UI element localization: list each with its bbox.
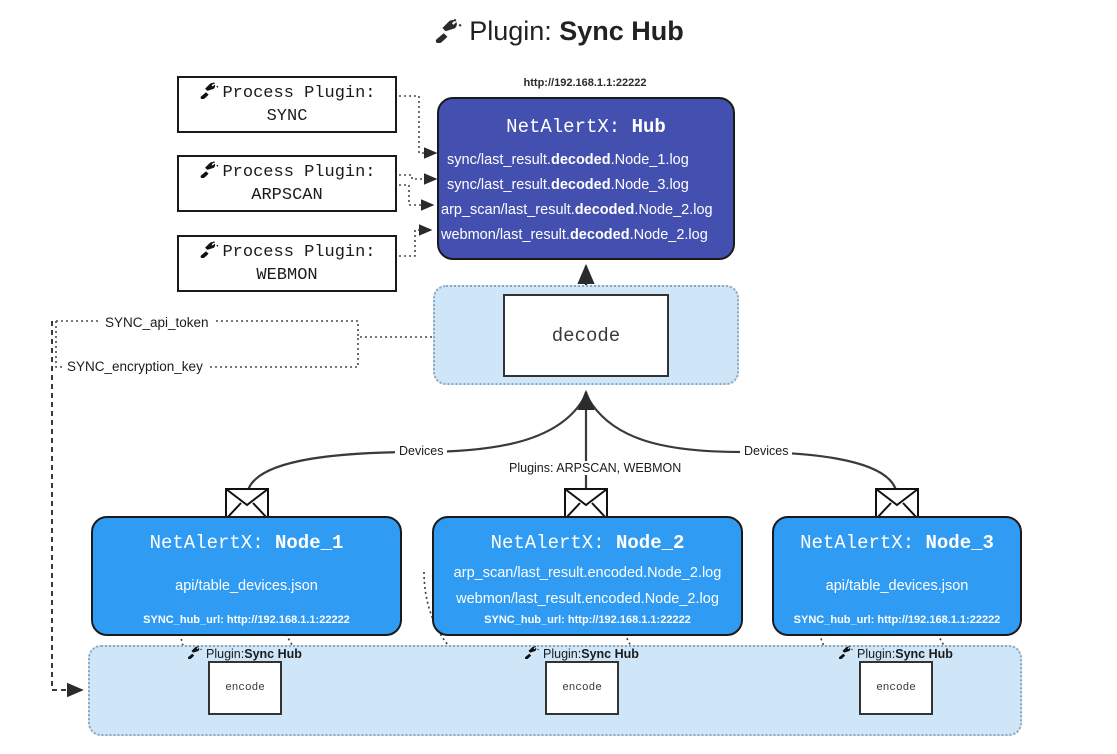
encode-box-1[interactable]: encode <box>208 661 282 715</box>
title-name: Sync Hub <box>559 16 684 46</box>
node-1[interactable]: NetAlertX: Node_1 api/table_devices.json… <box>91 516 402 636</box>
encoder-plugin-label-2: Plugin: Sync Hub <box>523 645 639 662</box>
process-plugin-name: SYNC <box>266 107 308 126</box>
hub-node[interactable]: NetAlertX: Hub sync/last_result.decoded.… <box>437 97 735 260</box>
page-title: Plugin: Sync Hub <box>0 14 1117 51</box>
title-prefix: Plugin: <box>469 16 560 46</box>
node-resource-line: api/table_devices.json <box>175 578 318 594</box>
encoder-plugin-label-3: Plugin: Sync Hub <box>837 645 953 662</box>
hub-title-prefix: NetAlertX: <box>506 116 632 138</box>
encode-box-3[interactable]: encode <box>859 661 933 715</box>
edge-label-plugins: Plugins: ARPSCAN, WEBMON <box>505 461 686 475</box>
node-title: NetAlertX: Node_3 <box>774 531 1020 555</box>
process-plugin-box-webmon[interactable]: Process Plugin: WEBMON <box>177 235 397 292</box>
node-resource-line: arp_scan/last_result.encoded.Node_2.log <box>453 565 722 581</box>
node-hub-url: SYNC_hub_url: http://192.168.1.1:22222 <box>484 614 691 626</box>
process-plugin-label: Process Plugin: <box>222 84 376 103</box>
process-plugin-name: ARPSCAN <box>251 186 323 205</box>
plug-icon <box>186 645 203 662</box>
log-state: decoded <box>574 202 635 218</box>
node-hub-url: SYNC_hub_url: http://192.168.1.1:22222 <box>793 614 1001 626</box>
node-title-name: Node_3 <box>925 532 994 554</box>
node-title-prefix: NetAlertX: <box>490 532 616 554</box>
process-plugin-box-arpscan[interactable]: Process Plugin: ARPSCAN <box>177 155 397 212</box>
hub-log-row: sync/last_result.decoded.Node_1.log <box>439 148 733 173</box>
log-suffix: .Node_1.log <box>610 152 689 168</box>
plug-icon <box>198 240 220 265</box>
log-state: decoded <box>569 227 630 243</box>
node-2[interactable]: NetAlertX: Node_2 arp_scan/last_result.e… <box>432 516 743 636</box>
plug-icon <box>837 645 854 662</box>
edge-label-devices-right: Devices <box>740 444 793 458</box>
log-prefix: arp_scan/last_result. <box>441 202 575 218</box>
encoder-label-name: Sync Hub <box>244 646 302 661</box>
decode-box[interactable]: decode <box>503 294 669 377</box>
encoder-label-prefix: Plugin: <box>857 646 896 661</box>
hub-url-label: http://192.168.1.1:22222 <box>523 77 647 89</box>
node-title-name: Node_1 <box>275 532 344 554</box>
node-resource-line: api/table_devices.json <box>825 578 969 594</box>
log-state: decoded <box>550 152 611 168</box>
edge-label-devices-left: Devices <box>395 444 448 458</box>
encoder-label-prefix: Plugin: <box>543 646 582 661</box>
hub-title-name: Hub <box>631 116 666 138</box>
node-title: NetAlertX: Node_1 <box>93 531 400 555</box>
hub-log-row: webmon/last_result.decoded.Node_2.log <box>439 223 733 248</box>
node-title-name: Node_2 <box>616 532 685 554</box>
encoder-plugin-label-1: Plugin: Sync Hub <box>186 645 302 662</box>
process-plugin-box-sync[interactable]: Process Plugin: SYNC <box>177 76 397 133</box>
plug-icon <box>523 645 540 662</box>
log-state: decoded <box>550 177 611 193</box>
log-prefix: sync/last_result. <box>447 177 551 193</box>
node-3[interactable]: NetAlertX: Node_3 api/table_devices.json… <box>772 516 1022 636</box>
encode-box-2[interactable]: encode <box>545 661 619 715</box>
log-suffix: .Node_2.log <box>629 227 708 243</box>
log-prefix: webmon/last_result. <box>441 227 570 243</box>
log-prefix: sync/last_result. <box>447 152 551 168</box>
node-title: NetAlertX: Node_2 <box>434 531 741 555</box>
node-title-prefix: NetAlertX: <box>800 532 926 554</box>
node-resource-line: webmon/last_result.encoded.Node_2.log <box>456 591 719 607</box>
hub-log-row: arp_scan/last_result.decoded.Node_2.log <box>439 198 733 223</box>
node-resource-lines: arp_scan/last_result.encoded.Node_2.log … <box>434 560 741 612</box>
log-suffix: .Node_3.log <box>610 177 689 193</box>
hub-title: NetAlertX: Hub <box>439 115 733 139</box>
encoder-label-prefix: Plugin: <box>206 646 245 661</box>
plug-icon <box>433 17 463 51</box>
sync-api-token-label: SYNC_api_token <box>101 315 213 330</box>
process-plugin-label: Process Plugin: <box>222 163 376 182</box>
hub-log-row: sync/last_result.decoded.Node_3.log <box>439 173 733 198</box>
log-suffix: .Node_2.log <box>634 202 713 218</box>
hub-log-list: sync/last_result.decoded.Node_1.log sync… <box>439 148 733 248</box>
node-title-prefix: NetAlertX: <box>149 532 275 554</box>
plug-icon <box>198 81 220 106</box>
plug-icon <box>198 160 220 185</box>
process-plugin-label: Process Plugin: <box>222 243 376 262</box>
node-hub-url: SYNC_hub_url: http://192.168.1.1:22222 <box>143 614 350 626</box>
process-plugin-name: WEBMON <box>256 266 318 285</box>
encoder-label-name: Sync Hub <box>581 646 639 661</box>
sync-encryption-key-label: SYNC_encryption_key <box>63 359 207 374</box>
encoder-label-name: Sync Hub <box>895 646 953 661</box>
